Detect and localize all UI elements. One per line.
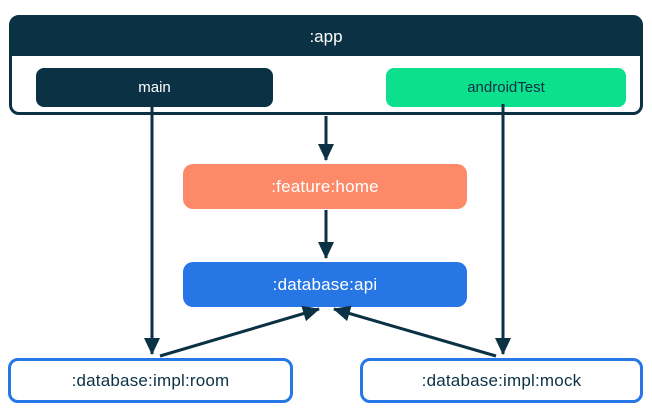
app-module-header: :app bbox=[12, 18, 640, 56]
edge-database-impl-mock-to-database-api bbox=[333, 305, 497, 358]
source-set-androidtest: androidTest bbox=[386, 68, 626, 107]
source-set-main: main bbox=[36, 68, 273, 107]
app-module-label: :app bbox=[309, 27, 343, 46]
module-database-api-label: :database:api bbox=[272, 274, 378, 294]
module-database-impl-room-label: :database:impl:room bbox=[71, 370, 230, 390]
module-database-api: :database:api bbox=[183, 262, 467, 307]
module-feature-home: :feature:home bbox=[183, 164, 467, 209]
module-database-impl-mock-label: :database:impl:mock bbox=[421, 370, 582, 390]
app-module-container: :app main androidTest bbox=[9, 15, 643, 115]
source-set-main-label: main bbox=[138, 79, 171, 96]
module-feature-home-label: :feature:home bbox=[271, 176, 379, 196]
module-database-impl-room: :database:impl:room bbox=[8, 358, 293, 403]
edge-database-impl-room-to-database-api bbox=[159, 305, 320, 358]
source-set-androidtest-label: androidTest bbox=[467, 79, 545, 96]
module-database-impl-mock: :database:impl:mock bbox=[360, 358, 643, 403]
